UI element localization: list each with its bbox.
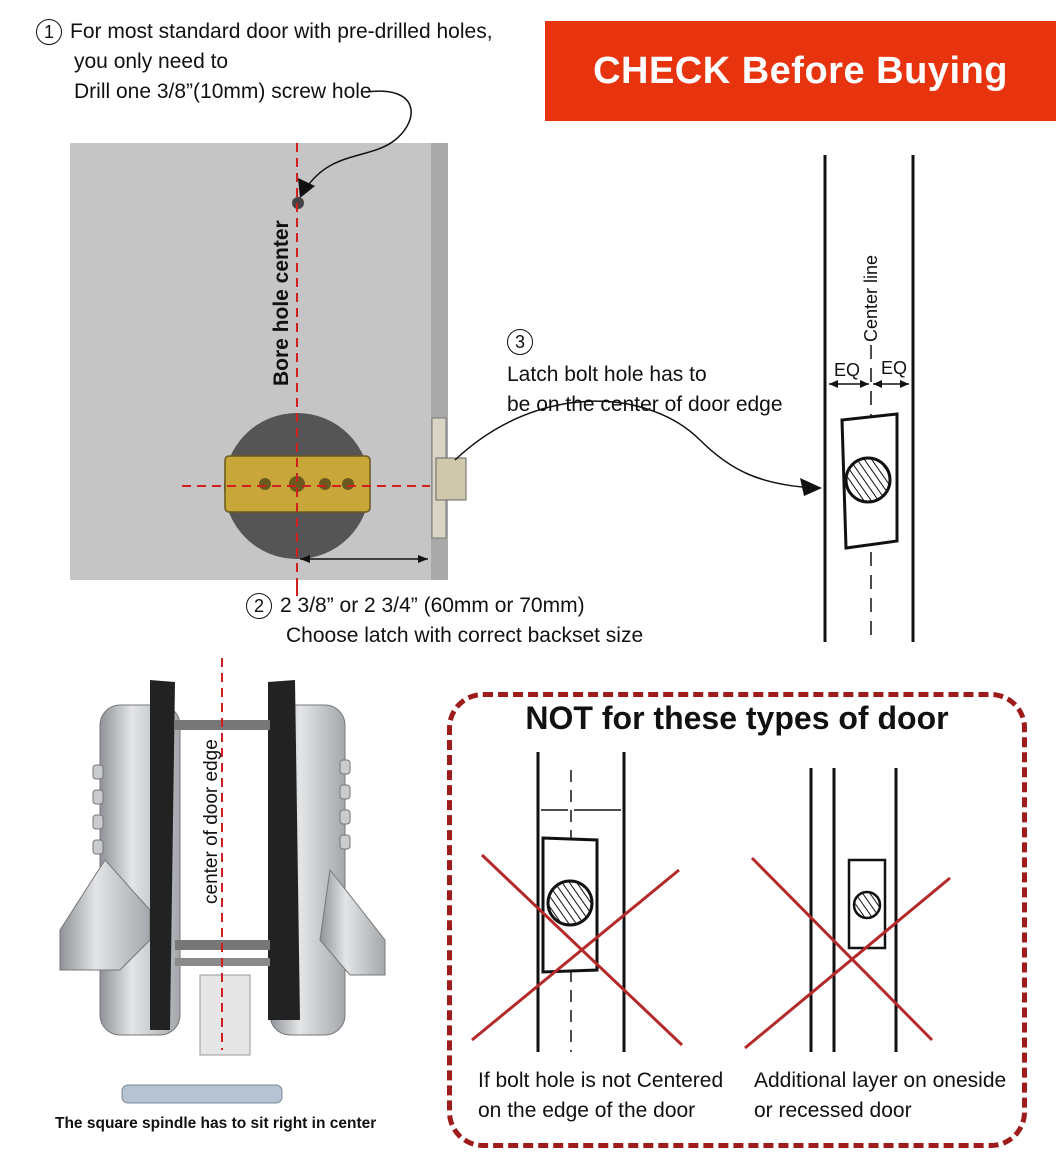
lock-illustration xyxy=(59,658,386,1104)
case1-caption-2: on the edge of the door xyxy=(478,1099,696,1122)
step1-line3: Drill one 3/8”(10mm) screw hole xyxy=(74,80,372,103)
case2-cross-b xyxy=(744,876,951,1050)
step3-arrow xyxy=(454,400,816,489)
step3-number-wrap: 3 xyxy=(507,327,541,357)
edge-bolt-hole xyxy=(844,456,892,504)
step1-line1: 1 For most standard door with pre-drilled… xyxy=(36,17,493,47)
step3-number: 3 xyxy=(507,329,533,356)
step2-line2: Choose latch with correct backset size xyxy=(286,624,644,647)
case2-bolt-hole xyxy=(852,890,882,920)
not-for-heading: NOT for these types of door xyxy=(525,700,949,736)
case2-cross-a xyxy=(750,856,934,1042)
case1-bolt-hole xyxy=(546,879,594,927)
not-for-diagrams xyxy=(471,752,951,1052)
step2-text-1: 2 3/8” or 2 3/4” (60mm or 70mm) xyxy=(280,594,585,617)
case2-caption-1: Additional layer on oneside xyxy=(754,1069,1007,1092)
eq-left-label: EQ xyxy=(834,360,861,380)
right-plate xyxy=(268,680,300,1020)
step2-line1: 2 2 3/8” or 2 3/4” (60mm or 70mm) xyxy=(246,591,585,621)
center-line-label: Center line xyxy=(861,254,881,342)
case1-caption-1: If bolt hole is not Centered xyxy=(478,1069,724,1092)
step2-number: 2 xyxy=(246,593,272,620)
left-plate xyxy=(150,680,175,1030)
step3-line1: Latch bolt hole has to xyxy=(507,363,707,386)
loose-screw xyxy=(121,1084,283,1104)
case1-cross-b xyxy=(471,868,680,1042)
center-of-door-edge-label: center of door edge xyxy=(201,739,222,904)
step1-line2: you only need to xyxy=(74,50,229,73)
eq-right-label: EQ xyxy=(881,358,908,378)
case2-caption-2: or recessed door xyxy=(754,1099,912,1122)
bore-hole-label: Bore hole center xyxy=(270,220,293,386)
spindle-caption: The square spindle has to sit right in c… xyxy=(55,1115,377,1132)
not-for-box xyxy=(447,692,1027,1148)
step1-number: 1 xyxy=(36,19,62,46)
step1-text-1: For most standard door with pre-drilled … xyxy=(70,20,493,43)
latch-bolt xyxy=(435,457,467,501)
step3-line2: be on the center of door edge xyxy=(507,393,783,416)
latch-plate xyxy=(199,974,251,1056)
check-banner: CHECK Before Buying xyxy=(545,21,1056,121)
step1-arrow xyxy=(304,90,412,191)
door-diagram xyxy=(70,90,915,642)
right-handle xyxy=(319,868,386,976)
